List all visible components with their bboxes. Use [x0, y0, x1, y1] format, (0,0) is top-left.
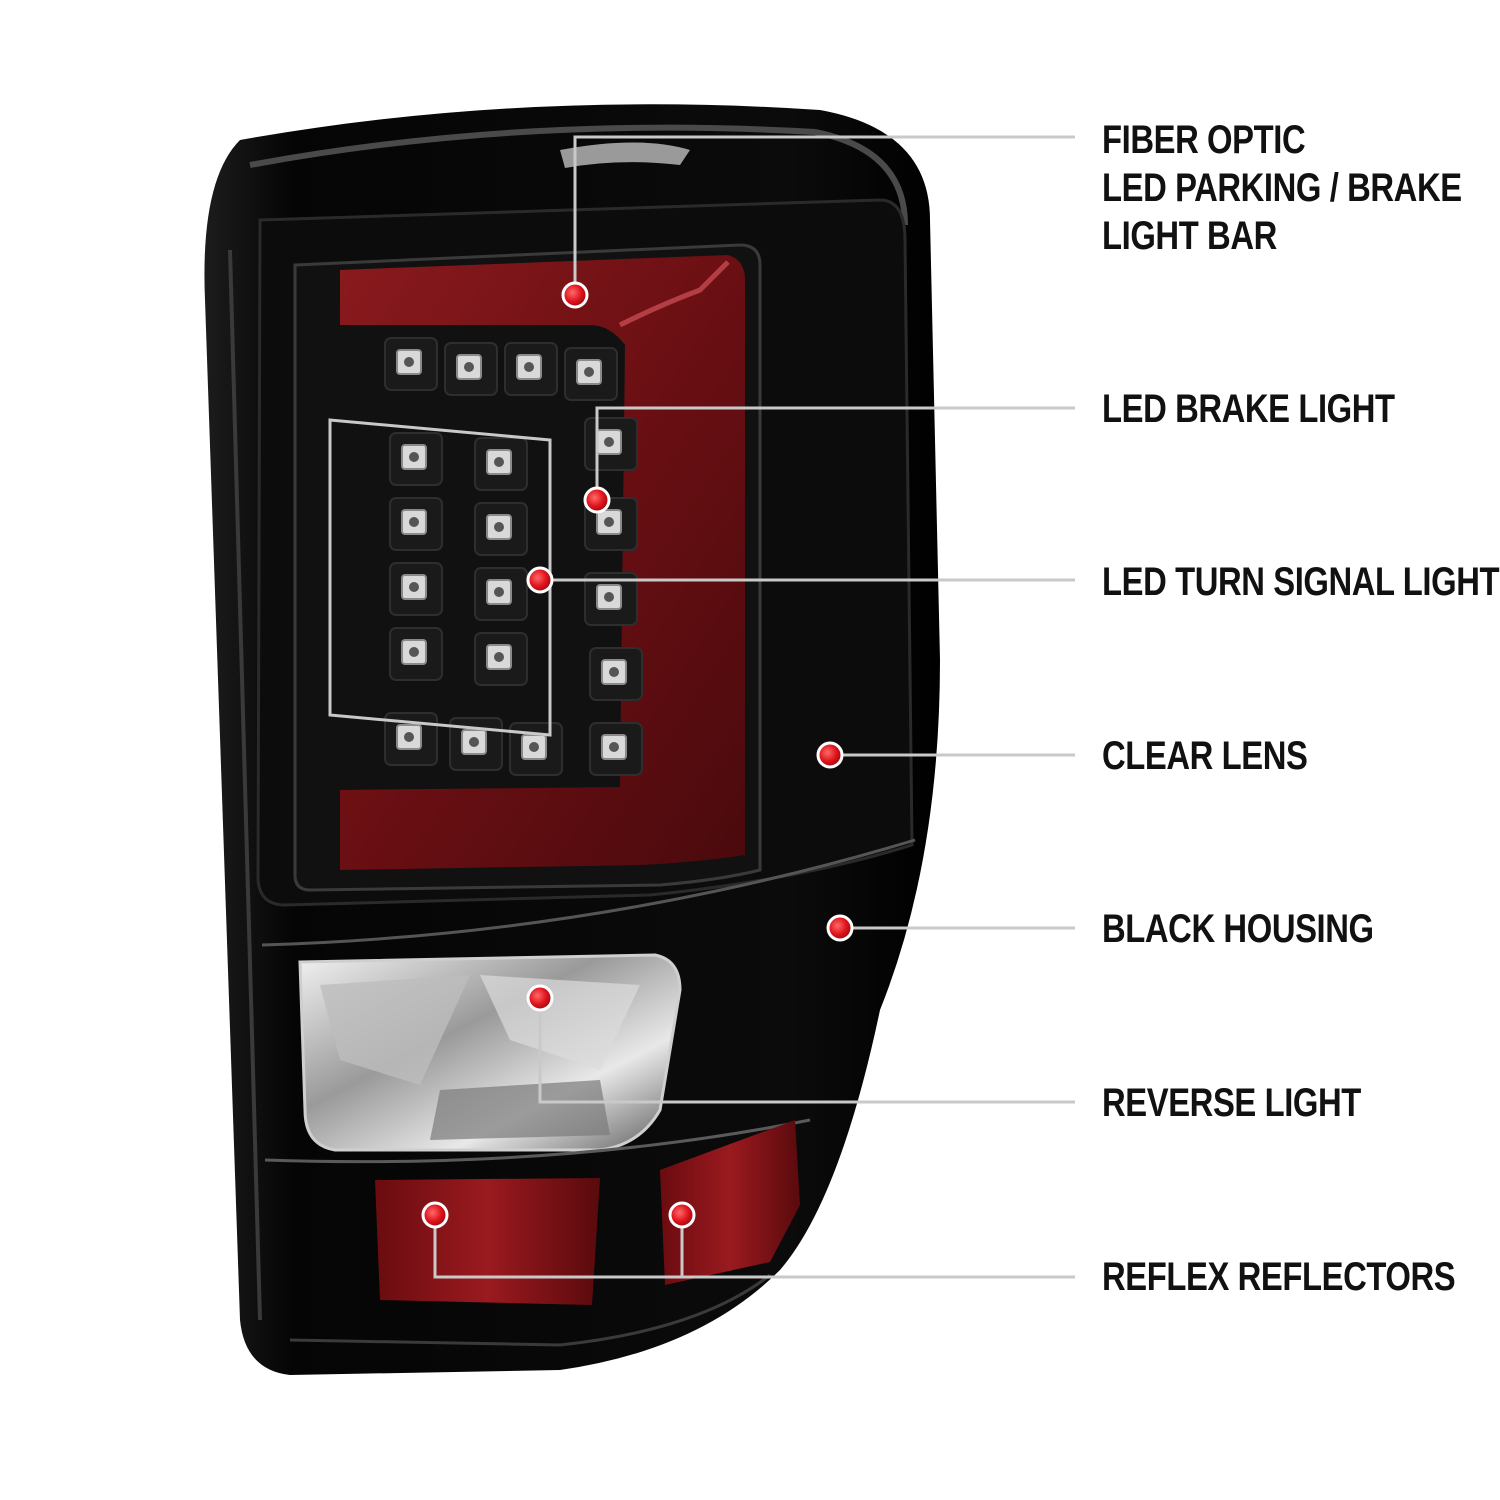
label-reflex-reflectors-line-1: REFLEX REFLECTORS — [1102, 1255, 1456, 1299]
label-fiber-optic-line-1: FIBER OPTIC — [1102, 118, 1306, 162]
marker-black-housing — [826, 914, 854, 942]
led-cells — [384, 337, 643, 776]
marker-led-turn — [526, 566, 554, 594]
reflex-reflector-left — [375, 1178, 600, 1305]
marker-fiber-optic — [561, 281, 589, 309]
label-led-brake-line-1: LED BRAKE LIGHT — [1102, 387, 1395, 431]
led-chip — [529, 742, 539, 752]
housing-rim-highlight — [249, 124, 908, 226]
led-chip — [604, 437, 614, 447]
fiber-optic-bar-highlight — [618, 260, 730, 328]
label-clear-lens-line-1: CLEAR LENS — [1102, 734, 1308, 778]
housing-bottom-edge — [289, 1273, 771, 1347]
lower-band — [264, 1118, 811, 1164]
leader-reverse-light — [538, 998, 1075, 1104]
reverse-facet-1 — [320, 975, 470, 1085]
led-chip — [464, 362, 474, 372]
led-chip — [409, 517, 419, 527]
housing-left-edge — [228, 249, 262, 1321]
led-chip — [494, 522, 504, 532]
led-chip — [524, 362, 534, 372]
label-reflex-reflectors: REFLEX REFLECTORS — [1102, 1253, 1456, 1301]
marker-led-brake — [583, 486, 611, 514]
led-chip — [404, 732, 414, 742]
label-black-housing-line-1: BLACK HOUSING — [1102, 907, 1374, 951]
label-reverse-light: REVERSE LIGHT — [1102, 1079, 1361, 1127]
label-black-housing: BLACK HOUSING — [1102, 905, 1374, 953]
led-chip — [494, 457, 504, 467]
label-reverse-light-line-1: REVERSE LIGHT — [1102, 1081, 1361, 1125]
led-turn-highlight-box — [328, 418, 552, 737]
callout-markers — [421, 281, 854, 1229]
led-chip — [404, 357, 414, 367]
reverse-facet-3 — [430, 1080, 610, 1140]
led-chip — [609, 742, 619, 752]
label-fiber-optic-line-2: LED PARKING / BRAKE — [1102, 166, 1462, 210]
marker-reflex-right — [668, 1201, 696, 1229]
led-chip — [584, 367, 594, 377]
housing-divider — [261, 838, 916, 947]
led-chip — [494, 587, 504, 597]
label-led-turn: LED TURN SIGNAL LIGHT — [1102, 558, 1500, 606]
marker-reflex-left — [421, 1201, 449, 1229]
led-chip — [604, 592, 614, 602]
led-chip — [494, 652, 504, 662]
label-led-brake: LED BRAKE LIGHT — [1102, 385, 1395, 433]
led-chip — [469, 737, 479, 747]
label-clear-lens: CLEAR LENS — [1102, 732, 1308, 780]
leader-fiber-optic — [573, 135, 1075, 295]
reverse-facet-2 — [480, 975, 640, 1070]
leader-reflex-reflectors — [433, 1215, 1075, 1279]
reflex-reflector-right — [660, 1120, 800, 1285]
led-chip — [409, 582, 419, 592]
marker-clear-lens — [816, 741, 844, 769]
leader-led-brake — [595, 406, 1075, 500]
housing-top-shine — [560, 142, 690, 168]
led-chip — [409, 452, 419, 462]
label-fiber-optic: FIBER OPTIC LED PARKING / BRAKE LIGHT BA… — [1102, 116, 1462, 260]
marker-reverse-light — [526, 984, 554, 1012]
label-fiber-optic-line-3: LIGHT BAR — [1102, 214, 1277, 258]
led-chip — [609, 667, 619, 677]
led-chip — [409, 647, 419, 657]
label-led-turn-line-1: LED TURN SIGNAL LIGHT — [1102, 560, 1500, 604]
led-chip — [604, 517, 614, 527]
